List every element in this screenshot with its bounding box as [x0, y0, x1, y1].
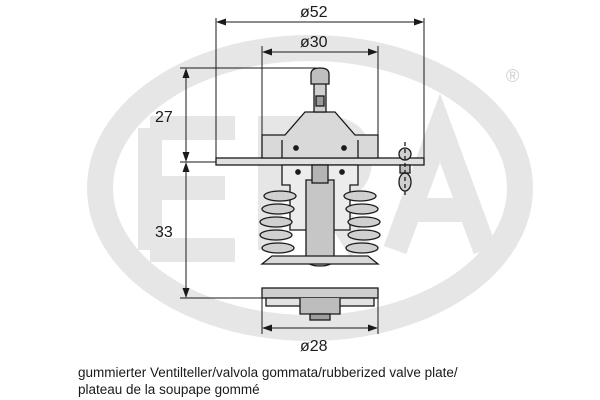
- caption: gummierter Ventilteller/valvola gommata/…: [78, 364, 578, 398]
- caption-line-1: gummierter Ventilteller/valvola gommata/…: [78, 365, 458, 380]
- top-cap: [310, 67, 330, 85]
- upper-height-label: 27: [155, 109, 173, 126]
- wax-element: [305, 179, 335, 267]
- spring: [259, 190, 381, 254]
- valve-seat: [260, 255, 380, 265]
- upper-frame: [261, 111, 379, 159]
- thermostat-technical-drawing: ®: [87, 4, 533, 355]
- thermostat-part: [215, 67, 425, 321]
- bleed-valve: [398, 142, 412, 196]
- inner-diameter-label: ø30: [300, 34, 328, 51]
- registered-mark: ®: [506, 66, 519, 86]
- dimension-lines: [180, 18, 425, 334]
- flange-plate: [215, 157, 425, 166]
- caption-line-2: plateau de la soupape gommé: [78, 382, 260, 397]
- lower-height-label: 33: [155, 224, 173, 241]
- outer-diameter-label: ø52: [300, 4, 328, 21]
- valve-plate: [261, 287, 379, 299]
- bottom-diameter-label: ø28: [300, 338, 328, 355]
